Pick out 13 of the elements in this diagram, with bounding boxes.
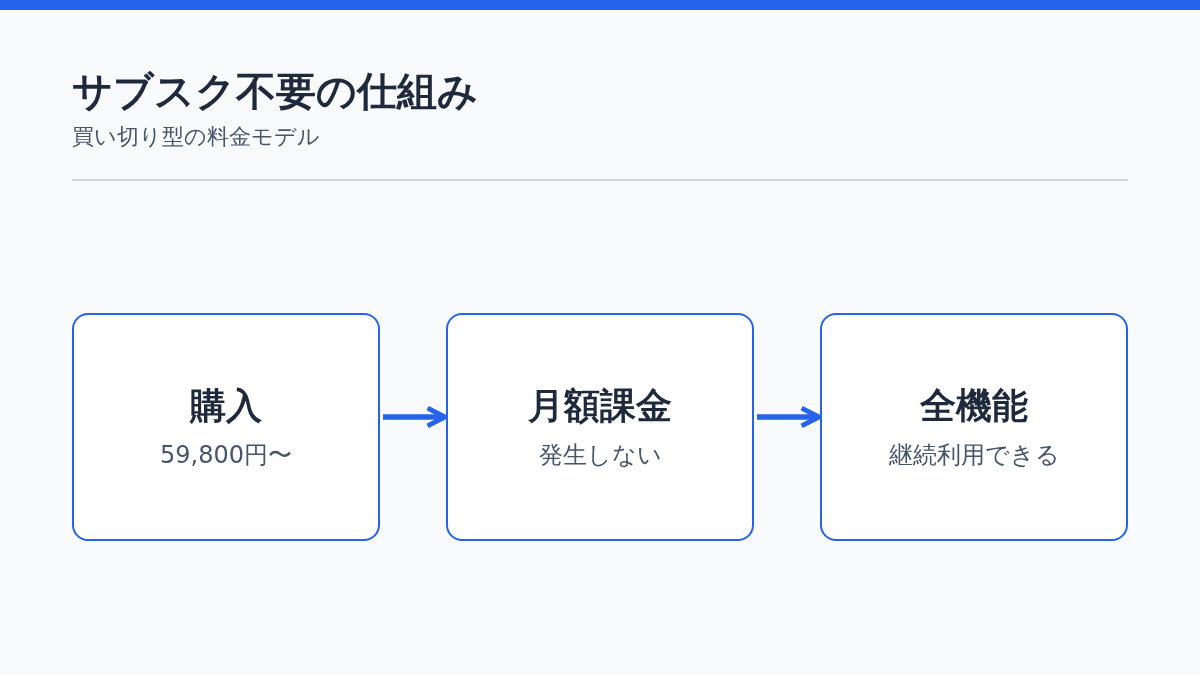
box-heading: 購入 [190,384,262,428]
box-heading: 全機能 [920,384,1028,428]
subtitle: 買い切り型の料金モデル [72,123,320,151]
box-text: 発生しない [538,441,662,470]
arrow [383,405,448,429]
process-box [446,313,754,541]
box-heading: 月額課金 [528,384,672,428]
process-box [820,313,1128,541]
arrow [757,405,822,429]
process-box [72,313,380,541]
box-text: 59,800円〜 [160,441,292,470]
box-text: 継続利用できる [888,441,1060,470]
title: サブスク不要の仕組み [72,67,478,116]
